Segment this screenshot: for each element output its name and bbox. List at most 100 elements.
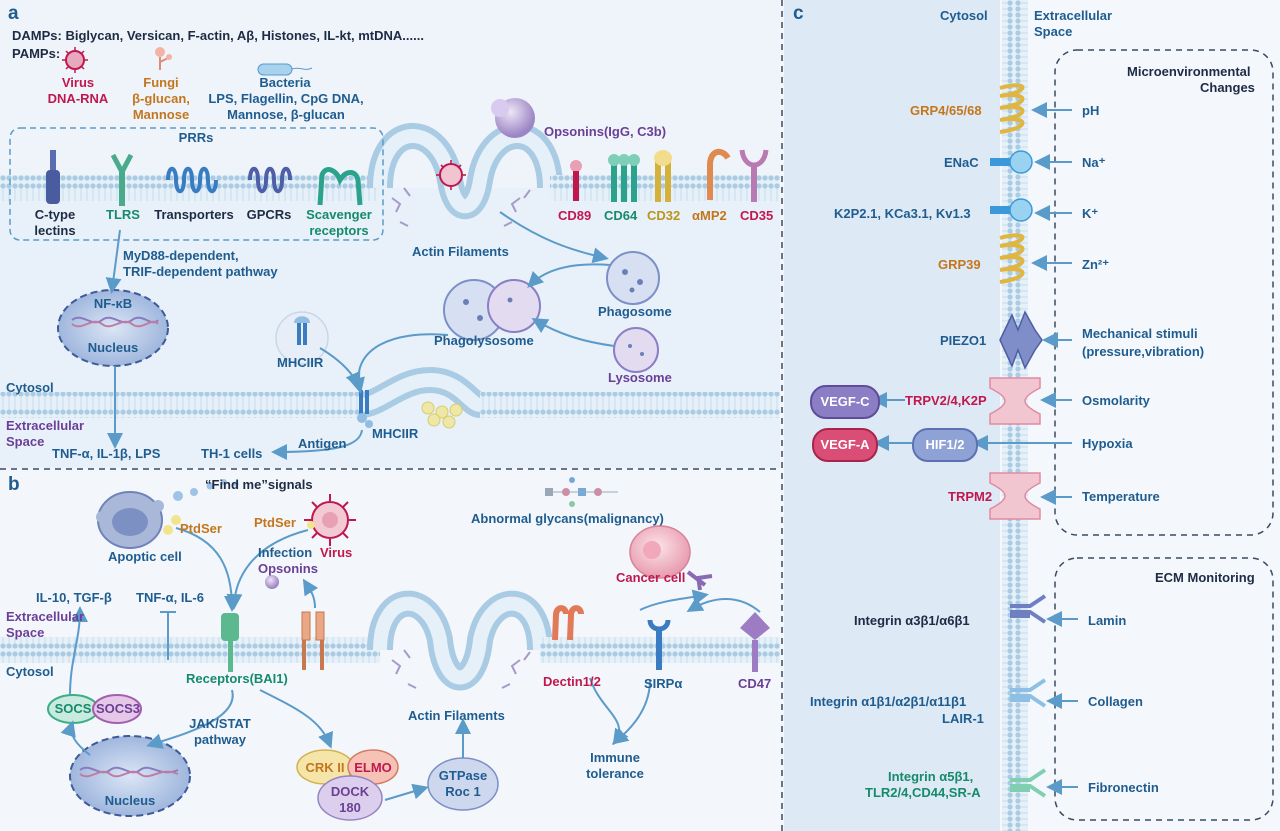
integrin-2-label: Integrin α1β1/α2β1/α11β1 xyxy=(810,694,967,709)
tnf-a-label: TNF-α, IL-1β, LPS xyxy=(52,446,161,461)
integrin-1-label: Integrin α3β1/α6β1 xyxy=(854,613,970,628)
virus-b-label: Virus xyxy=(320,545,353,560)
receptors-label: receptors xyxy=(309,223,369,238)
nucleus-a-label: Nucleus xyxy=(87,340,139,355)
temperature-label: Temperature xyxy=(1082,489,1160,504)
mhciir-top-label: MHCIIR xyxy=(277,355,324,370)
apoptic-label: Apoptic cell xyxy=(108,549,182,564)
bacteria-lps-label: LPS, Flagellin, CpG DNA, xyxy=(208,91,364,106)
space-a-label: Space xyxy=(6,434,45,449)
lectins-label: lectins xyxy=(34,223,76,238)
na-label: Na⁺ xyxy=(1082,155,1106,170)
pressure-label: (pressure,vibration) xyxy=(1082,344,1205,359)
find-me-label: “Find me”signals xyxy=(205,477,313,492)
fungi-mannose-label: Mannose xyxy=(132,107,190,122)
cd47-label: CD47 xyxy=(738,676,772,691)
th1-label: TH-1 cells xyxy=(201,446,263,461)
fungi-label: Fungi xyxy=(143,75,179,90)
cancer-cell-label: Cancer cell xyxy=(616,570,686,585)
scavenger-label: Scavenger xyxy=(306,207,372,222)
ptdser-1-label: PtdSer xyxy=(180,521,222,536)
vegf-a-pill: VEGF-A xyxy=(812,428,878,462)
glycans-label: Abnormal glycans(malignancy) xyxy=(471,511,664,526)
integrin-3-label: Integrin α5β1, xyxy=(888,769,974,784)
tolerance-label: tolerance xyxy=(586,766,644,781)
vegf-a-label: VEGF-A xyxy=(820,437,870,452)
cytosol-a-label: Cytosol xyxy=(6,380,54,395)
panel-c-label: c xyxy=(793,3,804,24)
prrs-label: PRRs xyxy=(178,130,214,145)
ph-label: pH xyxy=(1082,103,1100,118)
receptors-bai1-label: Receptors(BAI1) xyxy=(186,671,288,686)
bacteria-mannose-label: Mannose, β-glucan xyxy=(227,107,345,122)
hypoxia-label: Hypoxia xyxy=(1082,436,1133,451)
damps-text: DAMPs: Biglycan, Versican, F-actin, Aβ, … xyxy=(12,28,424,43)
dock-label: DOCK xyxy=(330,784,370,799)
transporters-label: Transporters xyxy=(154,207,234,222)
pathway-label: pathway xyxy=(193,732,246,747)
mhciir-bottom-label: MHCIIR xyxy=(372,426,419,441)
space-b-label: Space xyxy=(6,625,45,640)
jak-label: JAK/STAT xyxy=(189,716,251,731)
cytosol-c-label: Cytosol xyxy=(940,8,988,23)
hif-pill: HIF1/2 xyxy=(912,428,978,462)
cd64-label: CD64 xyxy=(604,208,638,223)
virus-label: Virus xyxy=(61,75,95,90)
micro-label: Microenvironmental xyxy=(1127,64,1251,79)
immune-label: Immune xyxy=(590,750,640,765)
phagolysosome-label: Phagolysosome xyxy=(434,333,534,348)
infection-label: Infection xyxy=(258,545,313,560)
k-label: K⁺ xyxy=(1082,206,1099,221)
il10-label: IL-10, TGF-β xyxy=(36,590,112,605)
grp39-label: GRP39 xyxy=(938,257,981,272)
space-c-label: Space xyxy=(1034,24,1073,39)
extracellular-c-label: Extracellular xyxy=(1034,8,1113,23)
ctype-label: C-type xyxy=(34,207,76,222)
myd88-label: MyD88-dependent, xyxy=(123,248,239,263)
lysosome-label: Lysosome xyxy=(608,370,672,385)
dock-180-label: 180 xyxy=(339,800,361,815)
enac-label: ENaC xyxy=(944,155,979,170)
collagen-label: Collagen xyxy=(1088,694,1143,709)
mech-label: Mechanical stimuli xyxy=(1082,326,1198,341)
elmo-label: ELMO xyxy=(354,760,392,775)
osmolarity-label: Osmolarity xyxy=(1082,393,1150,408)
cd35-label: CD35 xyxy=(740,208,774,223)
vegf-c-pill: VEGF-C xyxy=(810,385,880,419)
amp2-label: αMP2 xyxy=(692,208,727,223)
ptdser-2-label: PtdSer xyxy=(254,515,296,530)
gtpase-label: GTPase xyxy=(438,768,488,783)
bacteria-label: Bacteria xyxy=(259,75,311,90)
trpv-label: TRPV2/4,K2P xyxy=(905,393,987,408)
tnf-b-label: TNF-α, IL-6 xyxy=(136,590,204,605)
cd32-label: CD32 xyxy=(647,208,681,223)
socs-label: SOCS xyxy=(54,701,92,716)
actin-a-label: Actin Filaments xyxy=(412,244,509,259)
pamps-text: PAMPs: xyxy=(12,46,61,61)
cd89-label: CD89 xyxy=(558,208,592,223)
dectin-label: Dectin1/2 xyxy=(543,674,601,689)
fungi-glucan-label: β-glucan, xyxy=(132,91,190,106)
nfkb-label: NF-κB xyxy=(93,296,133,311)
cytosol-b-label: Cytosol xyxy=(6,664,54,679)
tlr-label: TLR2/4,CD44,SR-A xyxy=(865,785,981,800)
actin-b-label: Actin Filaments xyxy=(408,708,505,723)
crk-label: CRK II xyxy=(305,760,345,775)
panel-a-label: a xyxy=(8,3,19,24)
trpm2-label: TRPM2 xyxy=(948,489,993,504)
roc1-label: Roc 1 xyxy=(445,784,481,799)
ecm-label: ECM Monitoring xyxy=(1155,570,1255,585)
panel-b-label: b xyxy=(8,474,20,495)
virus-dna-label: DNA-RNA xyxy=(47,91,109,106)
tlrs-label: TLRS xyxy=(106,207,140,222)
k2p-label: K2P2.1, KCa3.1, Kv1.3 xyxy=(834,206,971,221)
lamin-label: Lamin xyxy=(1088,613,1127,628)
gpcrs-label: GPCRs xyxy=(246,207,292,222)
fibronectin-label: Fibronectin xyxy=(1088,780,1159,795)
extracellular-a-label: Extracellular xyxy=(6,418,85,433)
socs3-label: SOCS3 xyxy=(95,701,141,716)
opsonins-b-label: Opsonins xyxy=(258,561,318,576)
sirpa-label: SIRPα xyxy=(644,676,683,691)
changes-label: Changes xyxy=(1200,80,1255,95)
